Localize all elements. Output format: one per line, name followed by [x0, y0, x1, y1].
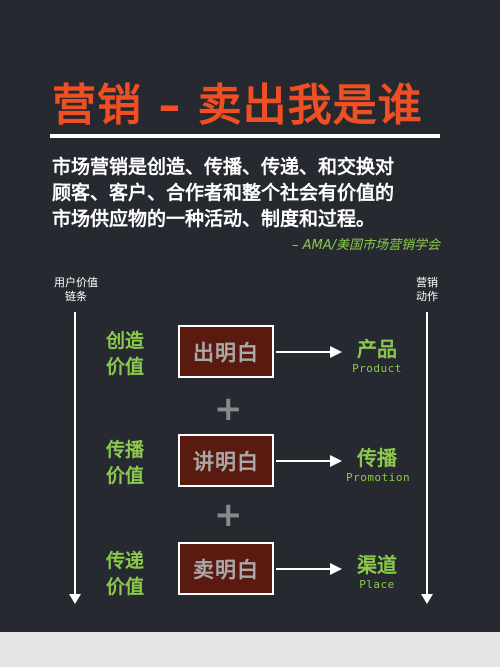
row-3-output-en: Place — [359, 578, 395, 591]
row-2-output-en: Promotion — [346, 471, 411, 484]
definition-line-1: 市场营销是创造、传播、传递、和交换对 — [52, 156, 395, 178]
bottom-band — [0, 632, 500, 667]
definition-line-3: 市场供应物的一种活动、制度和过程。 — [52, 208, 376, 230]
row-2-left-label-line-2: 价值 — [105, 465, 144, 487]
row-3-output-cn: 渠道 — [357, 553, 397, 577]
row-3-left-label-line-1: 传递 — [105, 550, 144, 572]
plus-1: + — [214, 389, 243, 429]
right-axis-label-line-1: 营销 — [416, 276, 438, 289]
definition-line-2: 顾客、客户、合作者和整个社会有价值的 — [52, 182, 395, 204]
row-2-box: 讲明白 — [178, 434, 274, 487]
row-1-output-en: Product — [352, 362, 402, 375]
right-axis-label: 营销 动作 — [404, 276, 450, 304]
plus-2: + — [214, 495, 243, 535]
row-3-arrow-line — [276, 568, 331, 570]
row-1-box: 出明白 — [178, 325, 274, 378]
left-axis-line — [74, 312, 76, 596]
row-1-output-cn: 产品 — [357, 337, 397, 361]
row-1-left-label: 创造 价值 — [95, 328, 155, 380]
row-3-arrowhead — [330, 563, 342, 575]
row-1-arrow-line — [276, 351, 331, 353]
right-axis-line — [426, 312, 428, 596]
row-3-box: 卖明白 — [178, 542, 274, 595]
row-1-arrowhead — [330, 346, 342, 358]
row-3-left-label-line-2: 价值 — [105, 576, 144, 598]
right-axis-arrowhead — [421, 594, 433, 604]
right-axis-label-line-2: 动作 — [416, 290, 438, 303]
page-title: 营销 – 卖出我是谁 — [52, 80, 423, 131]
title-underline — [50, 134, 440, 138]
row-2-arrow-line — [276, 460, 331, 462]
definition-source: – AMA/美国市场营销学会 — [291, 238, 440, 253]
row-2-output-cn: 传播 — [357, 446, 397, 470]
row-3-left-label: 传递 价值 — [95, 548, 155, 600]
row-1-left-label-line-2: 价值 — [105, 356, 144, 378]
left-axis-arrowhead — [69, 594, 81, 604]
left-axis-label: 用户价值 链条 — [44, 276, 108, 304]
row-2-left-label: 传播 价值 — [95, 437, 155, 489]
left-axis-label-line-1: 用户价值 — [54, 276, 98, 289]
left-axis-label-line-2: 链条 — [65, 290, 87, 303]
row-2-arrowhead — [330, 455, 342, 467]
row-2-left-label-line-1: 传播 — [105, 439, 144, 461]
row-1-left-label-line-1: 创造 — [105, 330, 144, 352]
